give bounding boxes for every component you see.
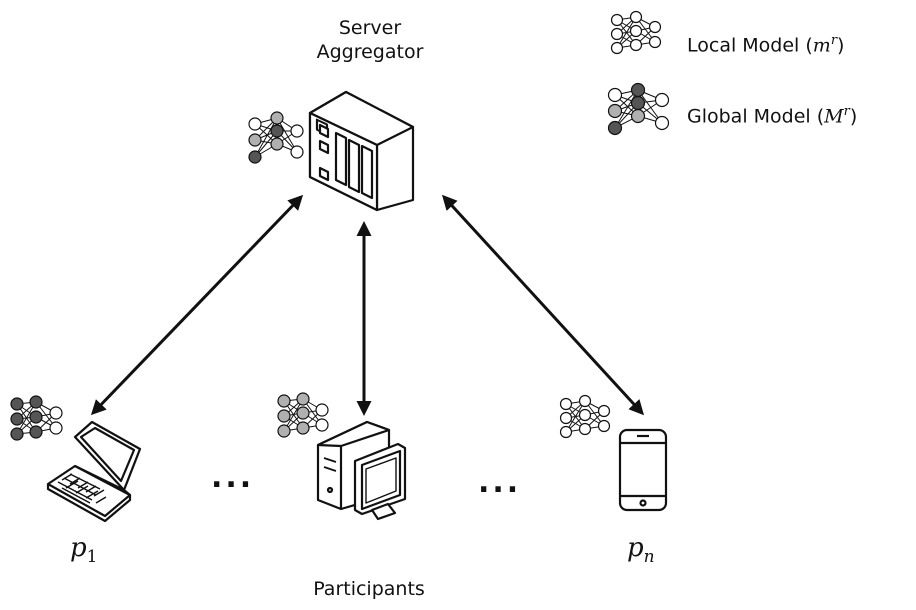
laptop-icon — [46, 420, 142, 523]
legend-local-model: Local Model (mr) — [687, 29, 844, 57]
ellipsis-right: ... — [478, 465, 522, 500]
legend-global-symbol: M — [824, 105, 844, 128]
participant-first-label: p1 — [70, 533, 97, 572]
desktop-computer-icon — [316, 420, 407, 521]
legend-local-close: ) — [837, 34, 845, 57]
neural-network-icon-global-legend — [607, 82, 670, 136]
neural-network-icon-desktop — [277, 392, 329, 438]
neural-network-icon-laptop — [10, 395, 63, 441]
server-icon — [308, 90, 415, 212]
legend-global-close: ) — [849, 105, 858, 128]
ellipsis-left: ... — [211, 460, 255, 495]
link-server-phone — [441, 194, 645, 416]
participants-label: Participants — [313, 578, 425, 600]
neural-network-icon-phone — [559, 394, 611, 439]
neural-network-icon-local-legend — [610, 10, 662, 55]
legend-global-sup: r — [843, 104, 850, 119]
participant-first-symbol: p — [70, 533, 87, 563]
participant-last-label: pn — [627, 533, 655, 572]
participant-last-sub: n — [643, 547, 655, 568]
link-server-laptop — [90, 194, 304, 416]
server-label-line1: Server — [338, 17, 402, 39]
smartphone-icon — [618, 428, 668, 512]
legend-global-model: Global Model (Mr) — [687, 100, 857, 128]
server-label-line2: Aggregator — [316, 41, 424, 63]
neural-network-icon-server — [248, 111, 304, 164]
participant-last-symbol: p — [627, 533, 644, 563]
server-label: Server Aggregator — [317, 16, 424, 64]
legend-local-symbol: m — [812, 34, 831, 57]
legend-global-text: Global Model ( — [687, 105, 825, 128]
participant-first-sub: 1 — [86, 547, 98, 568]
legend-local-sup: r — [830, 33, 838, 48]
legend-local-text: Local Model ( — [687, 34, 813, 57]
